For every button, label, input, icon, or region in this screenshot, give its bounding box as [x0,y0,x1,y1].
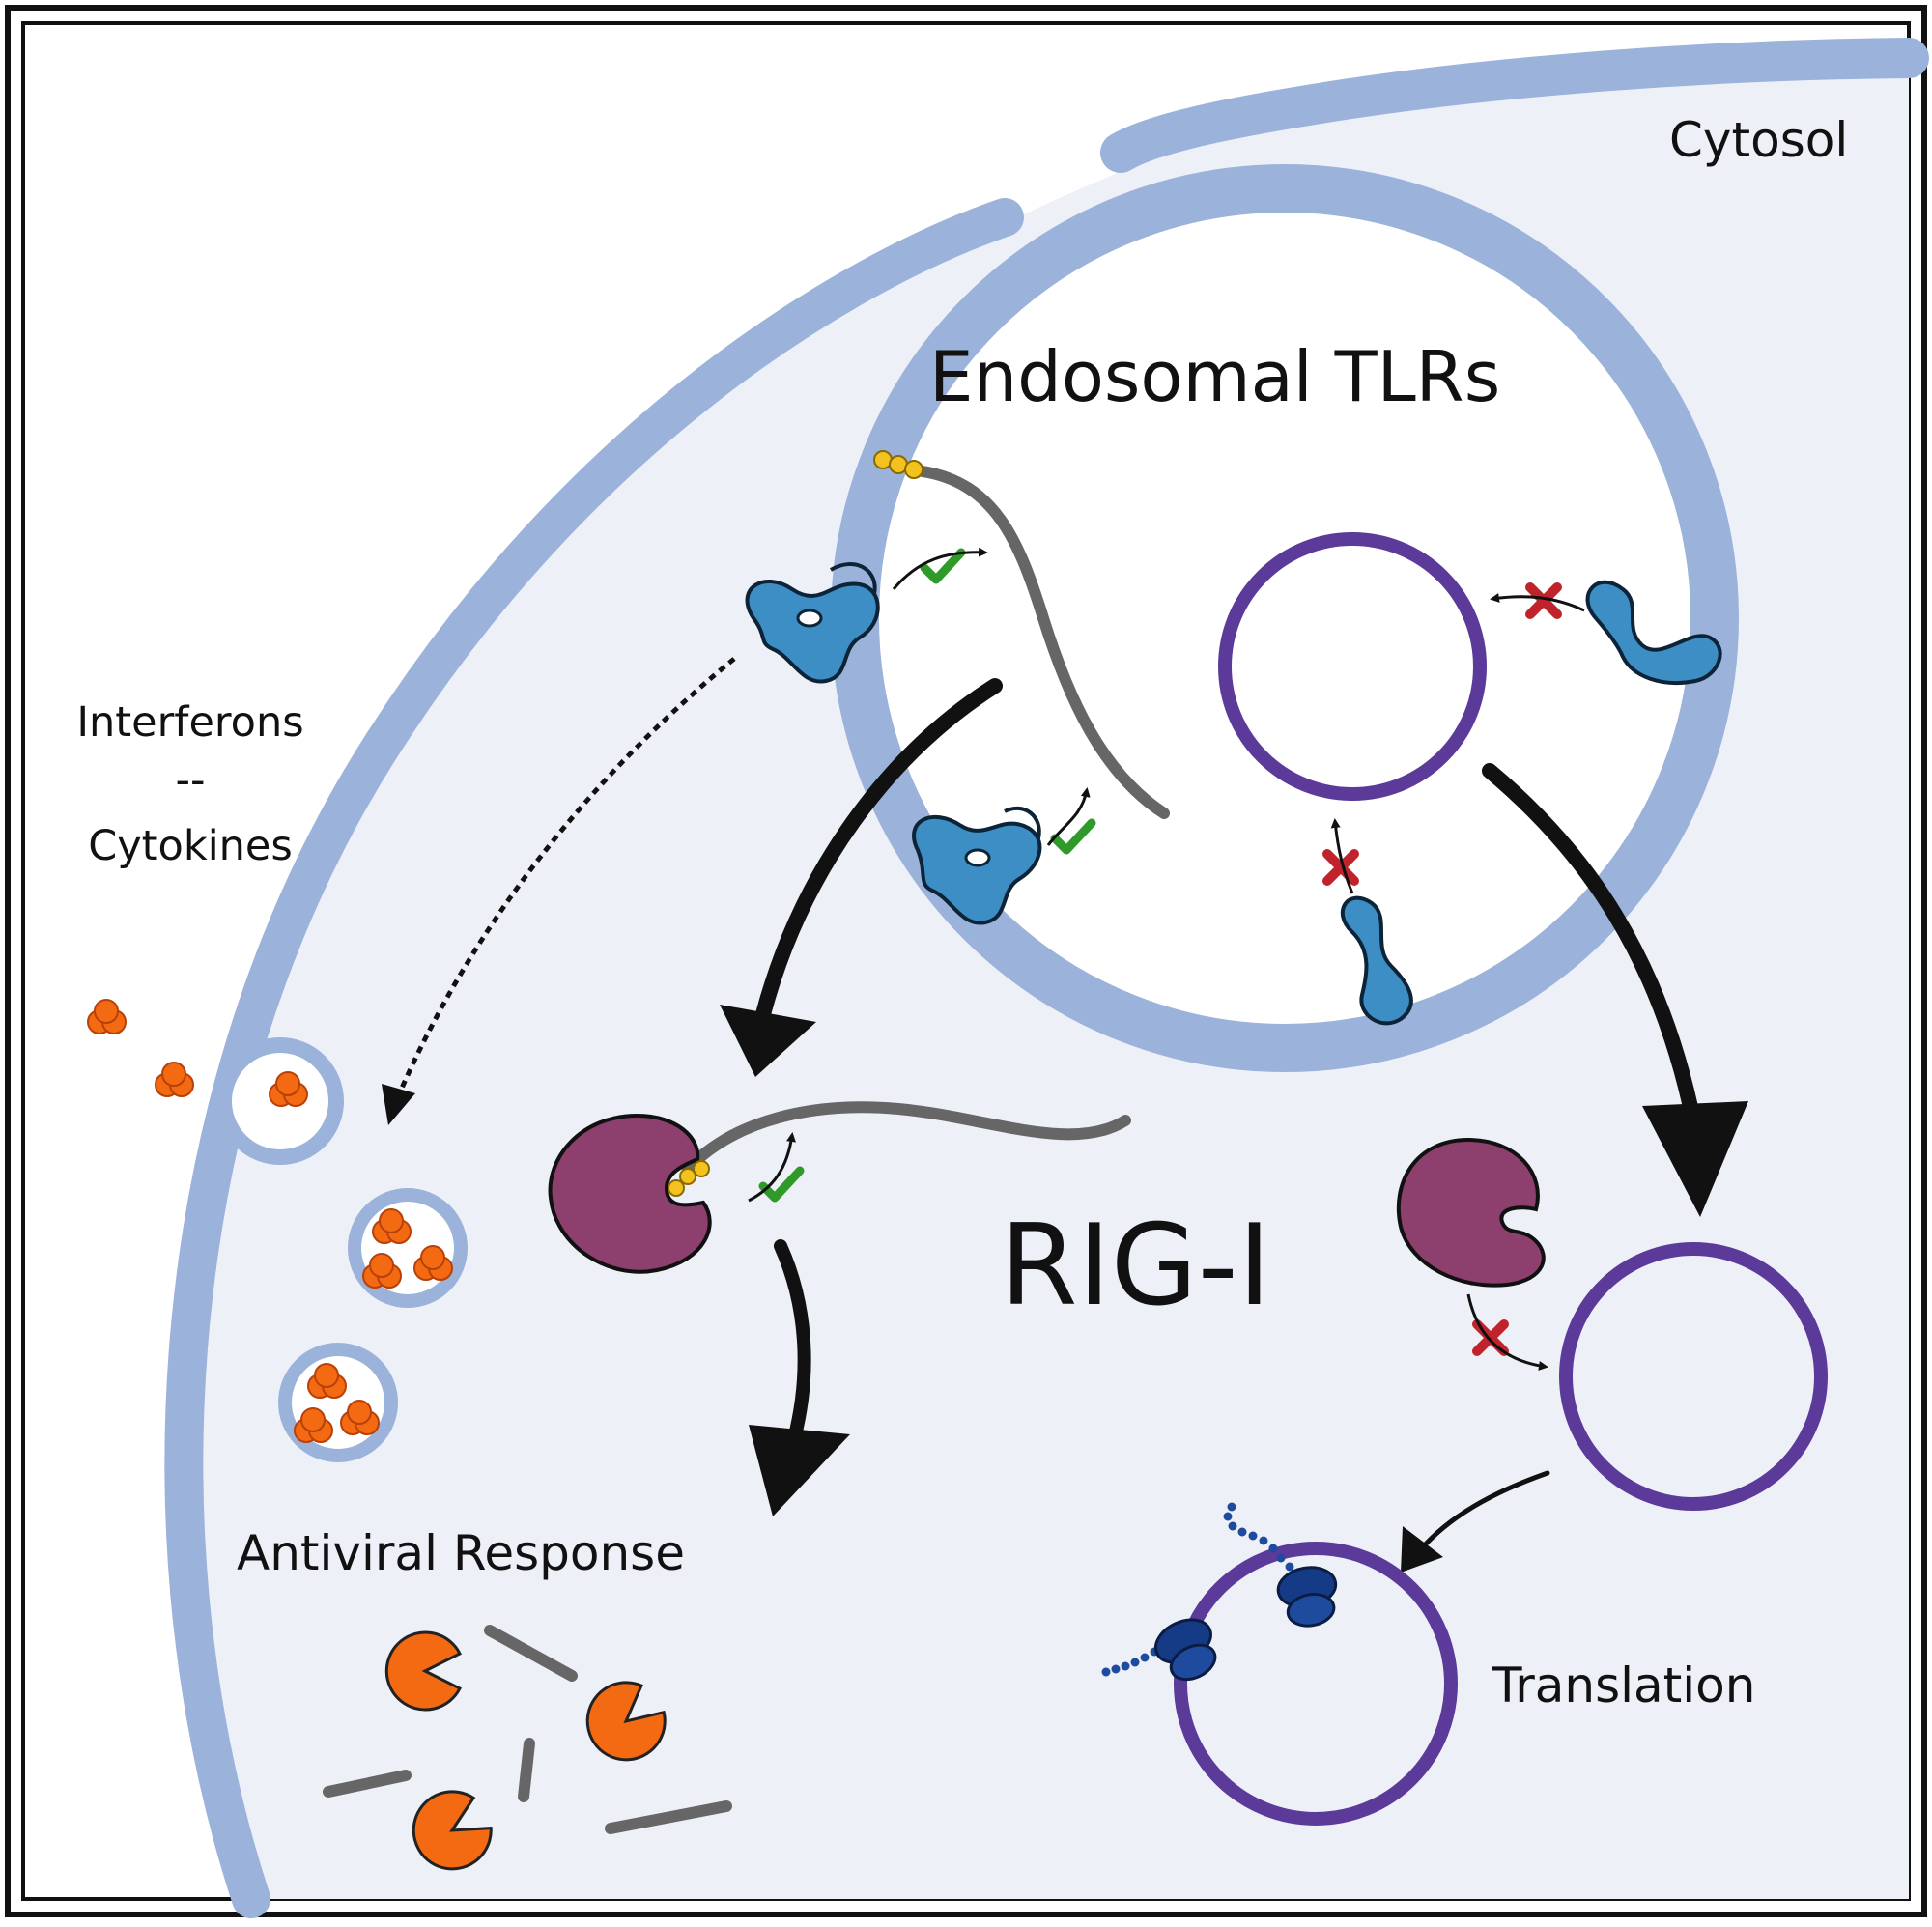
plasma-membrane [164,198,1024,1918]
secretory-vesicle [278,1343,398,1462]
separator-label: -- [175,756,205,805]
rig-i-inactive [1396,1137,1546,1288]
arrow-ribosome-binding [1401,1470,1550,1573]
endosomal-viral-rna [917,466,1170,819]
recognition-blocked [1466,1293,1548,1371]
tlr-receptor-active [745,562,880,684]
recognition-blocked [1327,818,1354,894]
arrow-to-translation [1482,763,1748,1217]
rig-i-active [548,1113,712,1274]
antiviral-response-label: Antiviral Response [237,1525,685,1581]
cytosolic-viral-rna [682,1101,1131,1175]
arrow-interferon-secretion [382,657,736,1125]
interferons-label: Interferons [76,698,303,747]
circular-rna-endosomal [1218,532,1487,801]
cytokines-label: Cytokines [88,822,293,870]
recognition-allowed [892,547,988,590]
circular-rna-cytosolic [1559,1242,1828,1511]
translation-label: Translation [1492,1658,1755,1714]
recognition-allowed [1046,787,1092,850]
arrow-to-rig-i [720,678,1003,1077]
tlr-receptor-inactive [1340,895,1413,1026]
cytosol-label: Cytosol [1669,112,1848,168]
degraded-rna-fragments [323,1625,732,1834]
tlr-receptor-active [912,806,1042,925]
arrow-to-antiviral [749,1239,850,1516]
tlr-receptor-inactive [1585,580,1722,686]
triphosphate-cap [668,1160,710,1197]
circular-rna-translated [1174,1542,1458,1826]
triphosphate-cap [873,450,923,479]
endosomal-tlrs-label: Endosomal TLRs [929,336,1500,417]
recognition-allowed [748,1132,800,1201]
rig-i-label: RIG-I [1000,1201,1271,1331]
recognition-blocked [1490,587,1585,614]
plasma-membrane-upper [1100,38,1929,173]
secretory-vesicle [348,1188,468,1308]
